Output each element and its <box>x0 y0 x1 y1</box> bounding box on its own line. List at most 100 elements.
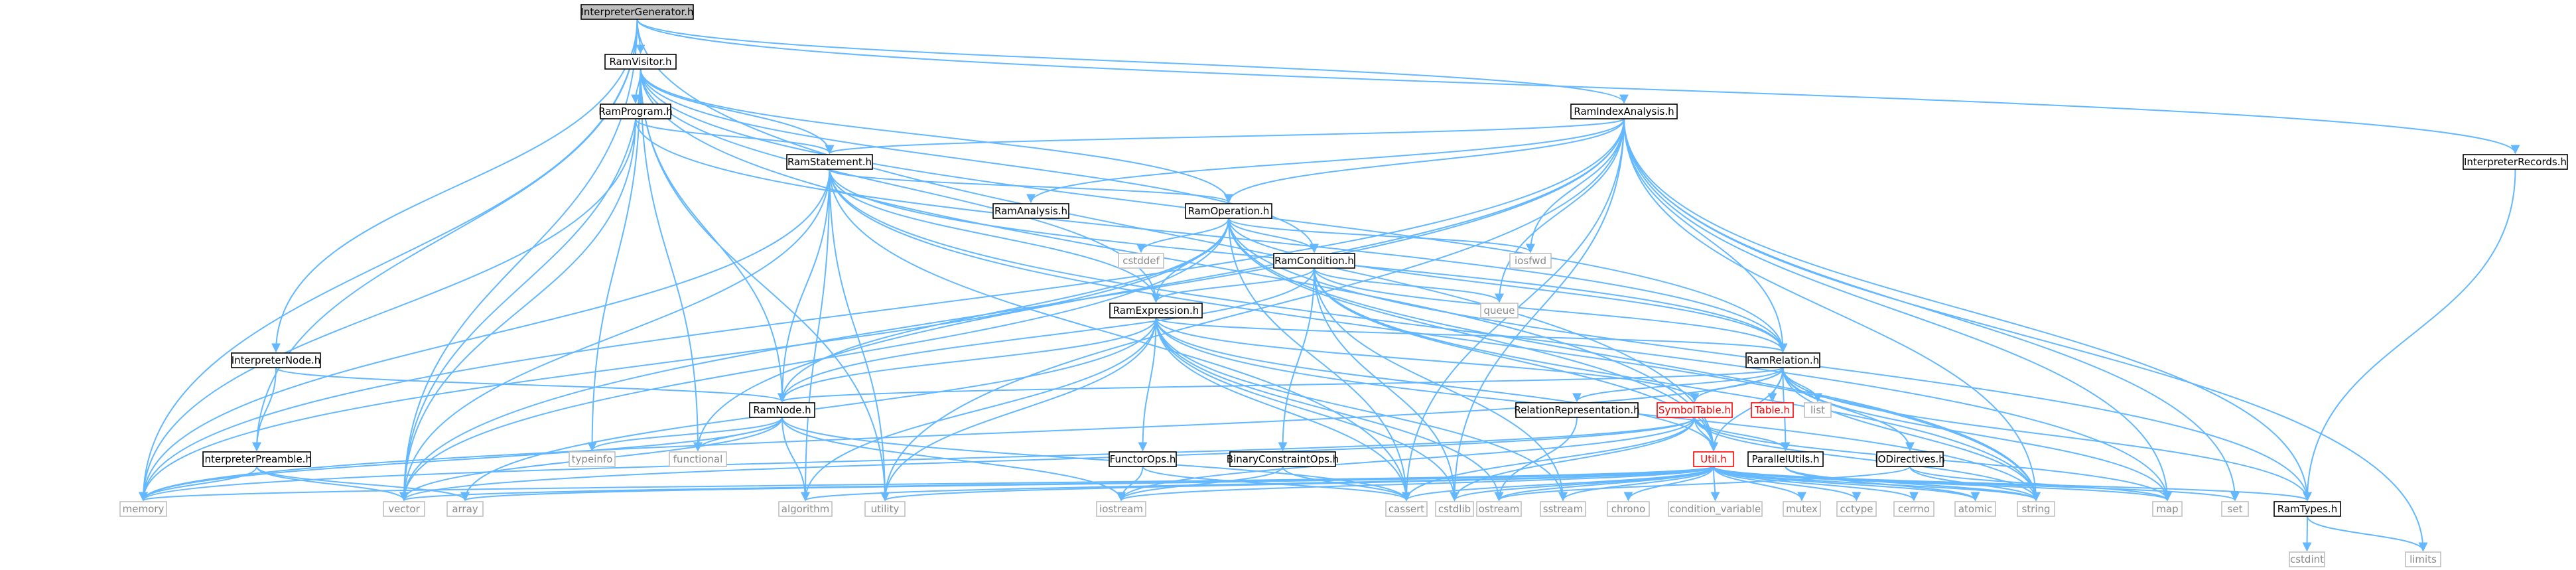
edge-ramprogram-to-vector <box>399 118 636 502</box>
node-functional[interactable]: functional <box>669 451 727 467</box>
node-symboltable[interactable]: SymbolTable.h <box>1657 402 1733 418</box>
node-interpreternode[interactable]: InterpreterNode.h <box>231 352 321 368</box>
node-label: map <box>2156 503 2178 515</box>
node-box-chrono <box>1607 501 1650 517</box>
node-util[interactable]: Util.h <box>1693 451 1734 467</box>
node-sstream[interactable]: sstream <box>1540 501 1586 517</box>
node-cctype[interactable]: cctype <box>1836 501 1877 517</box>
node-limits[interactable]: limits <box>2405 551 2441 567</box>
node-parallelutils[interactable]: ParallelUtils.h <box>1747 451 1824 467</box>
node-label: RamExpression.h <box>1113 305 1199 317</box>
edge-ramcondition-to-string <box>1314 267 2041 502</box>
node-label: cctype <box>1840 503 1873 515</box>
node-array[interactable]: array <box>446 501 484 517</box>
node-label: algorithm <box>781 503 829 515</box>
node-table[interactable]: Table.h <box>1751 402 1794 418</box>
node-box-ostream <box>1476 501 1522 517</box>
edge-symboltable-to-util <box>1694 417 1718 452</box>
node-box-array <box>446 501 484 517</box>
node-cerrno[interactable]: cerrno <box>1893 501 1934 517</box>
edge-interpretergenerator-to-memory <box>139 19 638 502</box>
node-functorops[interactable]: FunctorOps.h <box>1109 451 1177 467</box>
node-utility[interactable]: utility <box>864 501 906 517</box>
node-box-util <box>1693 451 1734 467</box>
node-box-condition-variable <box>1668 501 1763 517</box>
node-binaryconstraintops[interactable]: BinaryConstraintOps.h <box>1227 451 1339 467</box>
edge-functorops-to-cassert <box>1142 466 1411 502</box>
node-ramoperation[interactable]: RamOperation.h <box>1185 203 1272 219</box>
node-interpreterpreamble[interactable]: InterpreterPreamble.h <box>202 451 312 467</box>
edge-ramvisitor-to-ramexpression <box>640 68 1161 303</box>
node-ramstatement[interactable]: RamStatement.h <box>786 154 873 170</box>
node-ramrelation[interactable]: RamRelation.h <box>1745 352 1820 368</box>
node-map[interactable]: map <box>2152 501 2183 517</box>
node-label: RamTypes.h <box>2277 503 2337 515</box>
edge-iodirectives-to-ostream <box>1494 466 1911 502</box>
node-typeinfo[interactable]: typeinfo <box>569 451 616 467</box>
node-string[interactable]: string <box>2017 501 2055 517</box>
node-condition-variable[interactable]: condition_variable <box>1668 501 1763 517</box>
edge-ramoperation-to-ramcondition <box>1228 218 1319 253</box>
node-ramprogram[interactable]: RamProgram.h <box>598 104 673 119</box>
node-box-typeinfo <box>569 451 616 467</box>
node-vector[interactable]: vector <box>383 501 425 517</box>
node-iostream[interactable]: iostream <box>1096 501 1146 517</box>
node-ramtypes[interactable]: RamTypes.h <box>2273 501 2341 517</box>
node-label: typeinfo <box>572 453 613 465</box>
node-chrono[interactable]: chrono <box>1607 501 1650 517</box>
node-iosfwd[interactable]: iosfwd <box>1509 253 1552 269</box>
node-relationrepresentation[interactable]: RelationRepresentation.h <box>1514 402 1640 418</box>
node-mutex[interactable]: mutex <box>1783 501 1821 517</box>
node-queue[interactable]: queue <box>1480 303 1519 319</box>
edge-ramvisitor-to-util <box>640 68 1718 452</box>
node-cstdlib[interactable]: cstdlib <box>1435 501 1474 517</box>
node-set[interactable]: set <box>2221 501 2249 517</box>
node-box-limits <box>2405 551 2441 567</box>
node-iodirectives[interactable]: IODirectives.h <box>1875 451 1945 467</box>
node-cstdint[interactable]: cstdint <box>2289 551 2325 567</box>
node-label: RamRelation.h <box>1747 354 1819 366</box>
edge-ramcondition-to-util <box>1314 267 1718 452</box>
edge-ramoperation-to-iosfwd <box>1228 218 1535 253</box>
node-ramindexanalysis[interactable]: RamIndexAnalysis.h <box>1570 104 1678 119</box>
edge-ramexpression-to-cstdlib <box>1155 317 1459 502</box>
node-list[interactable]: list <box>1804 402 1832 418</box>
node-box-queue <box>1480 303 1519 319</box>
node-interpretergenerator[interactable]: InterpreterGenerator.h <box>580 4 694 20</box>
edge-ramcondition-to-binaryconstraintops <box>1278 267 1315 452</box>
node-ramvisitor[interactable]: RamVisitor.h <box>604 54 677 70</box>
edge-parallelutils-to-atomic <box>1785 466 1980 502</box>
node-label: mutex <box>1786 503 1818 515</box>
edge-symboltable-to-parallelutils <box>1694 417 1791 452</box>
node-label: memory <box>123 503 165 515</box>
node-ramanalysis[interactable]: RamAnalysis.h <box>992 203 1069 219</box>
node-ostream[interactable]: ostream <box>1476 501 1522 517</box>
edge-ramexpression-to-functorops <box>1138 317 1157 452</box>
node-label: RelationRepresentation.h <box>1514 404 1639 416</box>
node-label: cstddef <box>1122 255 1160 267</box>
node-ramexpression[interactable]: RamExpression.h <box>1109 303 1203 319</box>
node-interpreterrecords[interactable]: InterpreterRecords.h <box>2463 154 2568 170</box>
edge-ramstatement-to-string <box>829 169 2041 502</box>
edge-ramvisitor-to-vector <box>399 68 642 502</box>
node-memory[interactable]: memory <box>119 501 167 517</box>
node-cstddef[interactable]: cstddef <box>1118 253 1164 269</box>
node-ramcondition[interactable]: RamCondition.h <box>1273 253 1355 269</box>
edge-ramprogram-to-memory <box>139 118 636 502</box>
edge-symboltable-to-cstdlib <box>1450 417 1696 502</box>
edge-symboltable-to-iostream <box>1117 417 1696 502</box>
edge-symboltable-to-string <box>1694 417 2041 502</box>
edge-ramstatement-to-ramnode <box>778 169 831 403</box>
edge-ramtypes-to-limits <box>2307 516 2428 552</box>
node-ramnode[interactable]: RamNode.h <box>749 402 815 418</box>
node-atomic[interactable]: atomic <box>1954 501 1996 517</box>
edge-util-to-cerrno <box>1713 466 1919 502</box>
node-label: SymbolTable.h <box>1659 404 1731 416</box>
nodes-layer: InterpreterGenerator.hRamVisitor.hRamInd… <box>119 4 2568 567</box>
edge-ramexpression-to-ostream <box>1155 317 1504 502</box>
node-box-ramindexanalysis <box>1570 104 1678 119</box>
edge-ramnode-to-typeinfo <box>587 417 783 452</box>
edge-util-to-memory <box>139 466 1714 502</box>
node-cassert[interactable]: cassert <box>1385 501 1428 517</box>
node-algorithm[interactable]: algorithm <box>778 501 833 517</box>
